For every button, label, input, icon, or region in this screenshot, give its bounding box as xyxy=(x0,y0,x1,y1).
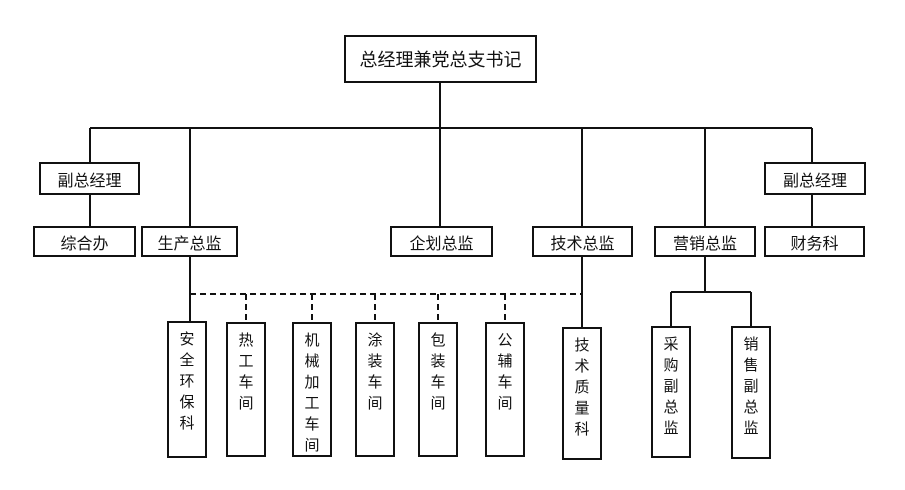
planning-director-label: 企划总监 xyxy=(409,233,474,253)
production-director-label: 生产总监 xyxy=(157,233,222,253)
vertical-char: 装 xyxy=(367,352,383,370)
vertical-char: 销 xyxy=(743,335,759,353)
vertical-char: 加 xyxy=(304,373,320,391)
vertical-char: 工 xyxy=(238,352,254,370)
vertical-char: 安 xyxy=(179,330,195,348)
vertical-char: 械 xyxy=(304,352,320,370)
vertical-char: 车 xyxy=(430,373,446,391)
vertical-char: 工 xyxy=(304,394,320,412)
vertical-char: 辅 xyxy=(497,352,513,370)
production-director-box: 生产总监 xyxy=(141,226,238,257)
safety-env-dept-box: 安全环保科 xyxy=(167,321,207,458)
vertical-char: 科 xyxy=(574,420,590,438)
ceo-box: 总经理兼党总支书记 xyxy=(344,35,537,83)
vertical-char: 副 xyxy=(663,377,679,395)
deputy-gm-right-label: 副总经理 xyxy=(782,170,847,190)
vertical-char: 技 xyxy=(574,336,590,354)
general-office-box: 综合办 xyxy=(33,226,136,257)
vertical-char: 车 xyxy=(304,415,320,433)
tech-director-label: 技术总监 xyxy=(550,233,615,253)
vertical-char: 间 xyxy=(430,394,446,412)
marketing-director-label: 营销总监 xyxy=(672,233,737,253)
deputy-gm-right-box: 副总经理 xyxy=(764,162,866,195)
vertical-char: 车 xyxy=(497,373,513,391)
vertical-char: 采 xyxy=(663,335,679,353)
ceo-label: 总经理兼党总支书记 xyxy=(359,50,522,71)
marketing-director-box: 营销总监 xyxy=(654,226,756,257)
tech-quality-dept-box: 技术质量科 xyxy=(562,327,602,460)
vertical-char: 科 xyxy=(179,414,195,432)
deputy-gm-left-label: 副总经理 xyxy=(57,170,122,190)
vertical-char: 车 xyxy=(367,373,383,391)
tech-director-box: 技术总监 xyxy=(532,226,633,257)
general-office-label: 综合办 xyxy=(60,233,109,253)
deputy-gm-left-box: 副总经理 xyxy=(39,162,140,195)
planning-director-box: 企划总监 xyxy=(390,226,493,257)
vertical-char: 车 xyxy=(238,373,254,391)
finance-dept-box: 财务科 xyxy=(764,226,865,257)
vertical-char: 监 xyxy=(663,419,679,437)
sales-deputy-box: 销售副总监 xyxy=(731,326,771,459)
vertical-char: 间 xyxy=(238,394,254,412)
vertical-char: 总 xyxy=(743,398,759,416)
vertical-char: 保 xyxy=(179,393,195,411)
procurement-deputy-box: 采购副总监 xyxy=(651,326,691,458)
vertical-char: 量 xyxy=(574,399,590,417)
vertical-char: 全 xyxy=(179,351,195,369)
heat-workshop-box: 热工车间 xyxy=(226,322,266,457)
vertical-char: 热 xyxy=(238,331,254,349)
vertical-char: 间 xyxy=(304,436,320,454)
vertical-char: 售 xyxy=(743,356,759,374)
vertical-char: 副 xyxy=(743,377,759,395)
vertical-char: 公 xyxy=(497,331,513,349)
vertical-char: 购 xyxy=(663,356,679,374)
vertical-char: 术 xyxy=(574,357,590,375)
vertical-char: 间 xyxy=(367,394,383,412)
vertical-char: 监 xyxy=(743,419,759,437)
finance-dept-label: 财务科 xyxy=(790,233,839,253)
machining-workshop-box: 机械加工车间 xyxy=(292,322,332,457)
vertical-char: 涂 xyxy=(367,331,383,349)
vertical-char: 质 xyxy=(574,378,590,396)
aux-workshop-box: 公辅车间 xyxy=(485,322,525,457)
vertical-char: 总 xyxy=(663,398,679,416)
vertical-char: 间 xyxy=(497,394,513,412)
coating-workshop-box: 涂装车间 xyxy=(355,322,395,457)
vertical-char: 包 xyxy=(430,331,446,349)
packing-workshop-box: 包装车间 xyxy=(418,322,458,457)
vertical-char: 装 xyxy=(430,352,446,370)
vertical-char: 环 xyxy=(179,372,195,390)
vertical-char: 机 xyxy=(304,331,320,349)
